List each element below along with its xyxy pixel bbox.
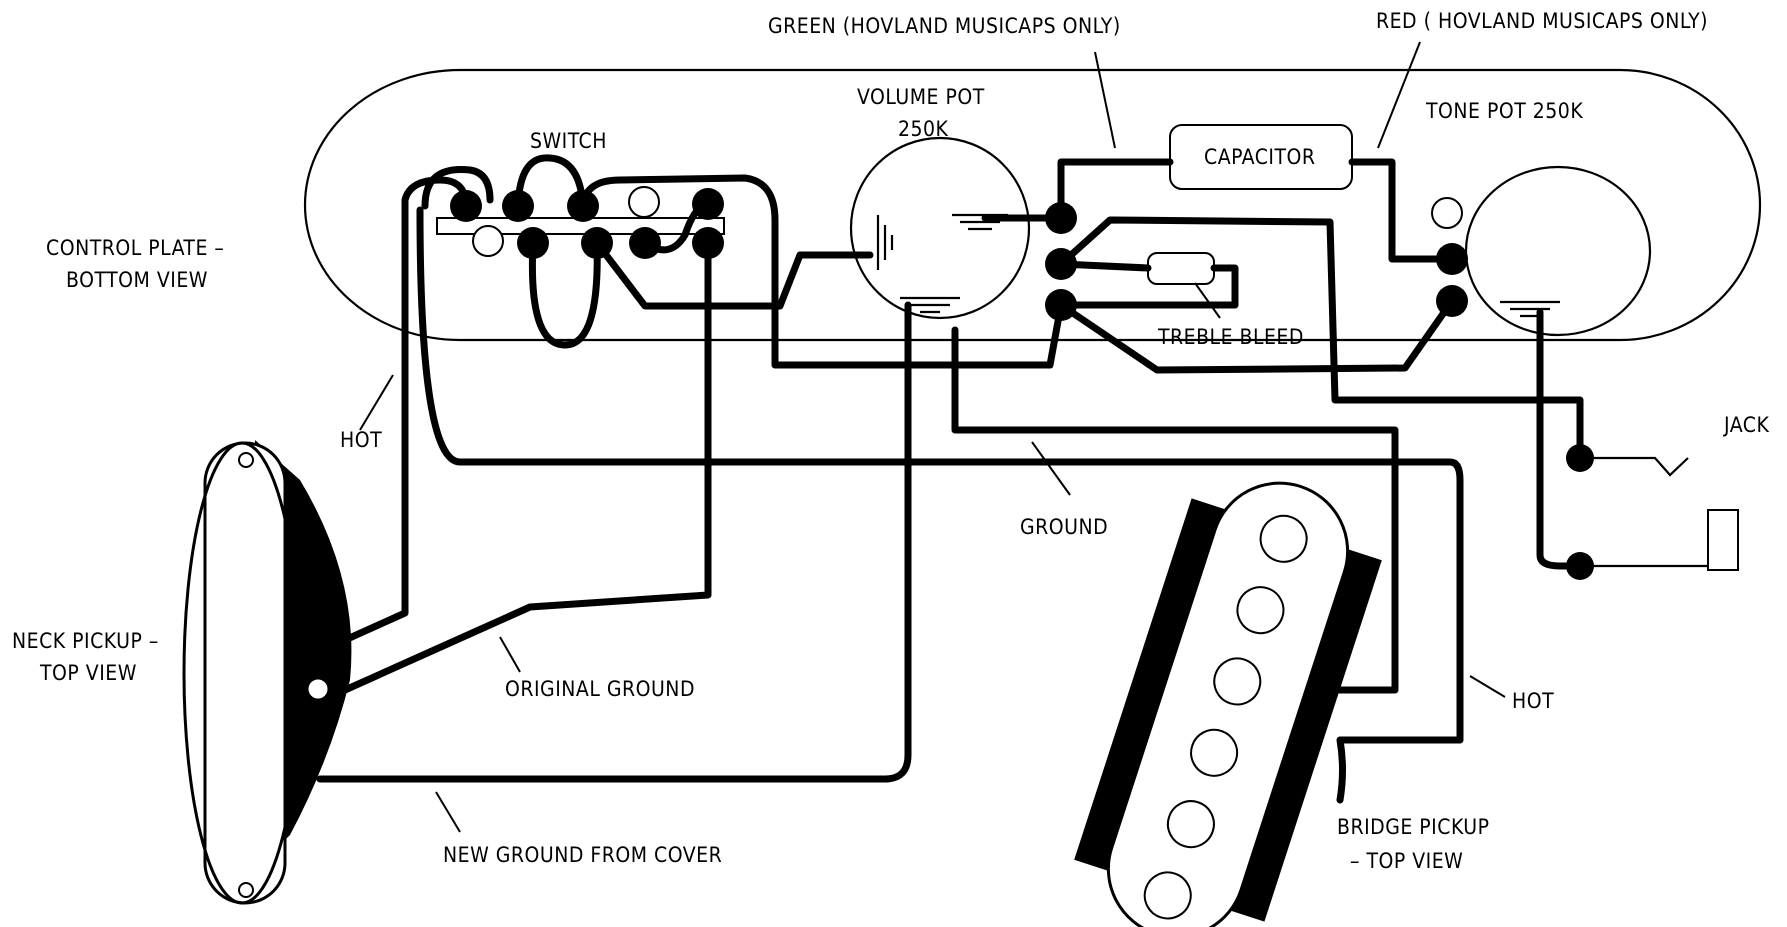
- label-neck-pickup-line2: TOP VIEW: [39, 661, 137, 685]
- tone-pot-body: [1464, 165, 1652, 337]
- label-control-plate-line2: BOTTOM VIEW: [66, 268, 208, 292]
- label-new-ground: NEW GROUND FROM COVER: [443, 843, 722, 867]
- leader-ground: [1031, 441, 1071, 496]
- neck-pickup-bobbin-outline: [182, 441, 302, 905]
- wire-treble-bleed-left: [1057, 260, 1152, 272]
- label-red-cap: RED ( HOVLAND MUSICAPS ONLY): [1376, 9, 1708, 33]
- wire-bridge-hot: [416, 206, 1464, 804]
- label-bridge-pickup-line2: – TOP VIEW: [1350, 849, 1463, 873]
- volume-pot: [849, 136, 1077, 321]
- wiring: [316, 154, 1584, 804]
- tone-pot-lug-top-empty: [1431, 197, 1463, 229]
- wire-treble-bleed-right: [1057, 264, 1239, 309]
- wire-volume-output-to-jack: [1057, 216, 1584, 462]
- jack-sleeve-contact: [1707, 509, 1739, 571]
- label-hot-neck: HOT: [340, 428, 382, 452]
- capacitor-body: [1169, 124, 1353, 190]
- leader-new-ground: [435, 791, 461, 833]
- neck-pickup-mount-hole-top: [238, 452, 254, 468]
- volume-pot-ground-symbol-left: [876, 215, 894, 270]
- treble-bleed-component: [1147, 252, 1215, 285]
- bridge-pickup-pole-2: [1236, 586, 1285, 635]
- leader-hot-neck: [359, 374, 394, 431]
- wire-switch-arc-2: [514, 154, 587, 210]
- leader-green: [1094, 51, 1116, 149]
- bridge-pickup-pole-6: [1143, 871, 1192, 920]
- volume-pot-body: [849, 136, 1031, 320]
- neck-pickup: [182, 440, 352, 905]
- bridge-pickup-pole-4: [1190, 728, 1239, 777]
- jack-tip-spring: [1580, 456, 1689, 477]
- label-control-plate-line1: CONTROL PLATE –: [46, 236, 224, 260]
- label-original-ground: ORIGINAL GROUND: [505, 677, 695, 701]
- neck-pickup-mount-hole-bottom: [238, 882, 254, 898]
- wire-switch-lower-loop: [528, 239, 601, 349]
- label-neck-pickup-line1: NECK PICKUP –: [12, 629, 159, 653]
- wire-switch-to-volume: [593, 239, 874, 310]
- leader-treble-bleed: [1194, 282, 1221, 319]
- output-jack: [1566, 444, 1739, 580]
- wire-capacitor-to-tone: [1348, 158, 1456, 263]
- label-ground: GROUND: [1020, 515, 1108, 539]
- volume-pot-ground-symbol-lower: [900, 296, 960, 314]
- label-jack: JACK: [1723, 413, 1769, 437]
- bridge-pickup-pole-3: [1213, 657, 1262, 706]
- label-volume-pot-line1: VOLUME POT: [857, 85, 985, 109]
- wire-switch-to-neck-ground: [341, 239, 712, 694]
- control-plate-outline: [303, 68, 1762, 342]
- label-capacitor: CAPACITOR: [1204, 145, 1316, 169]
- label-bridge-pickup-line1: BRIDGE PICKUP: [1337, 815, 1490, 839]
- label-tone-pot: TONE POT 250K: [1425, 99, 1583, 123]
- leader-lines: [359, 41, 1506, 833]
- wire-volume-to-tone: [1057, 297, 1456, 374]
- treble-bleed: [1147, 252, 1215, 285]
- labels: GREEN (HOVLAND MUSICAPS ONLY) RED ( HOVL…: [12, 9, 1769, 873]
- neck-pickup-lead-hole: [308, 679, 328, 699]
- tone-pot-ground-symbol: [1500, 300, 1560, 318]
- leader-red: [1377, 41, 1421, 149]
- wire-tone-ground-to-jack: [1536, 308, 1584, 570]
- capacitor: [1169, 124, 1353, 190]
- label-green-cap: GREEN (HOVLAND MUSICAPS ONLY): [768, 14, 1121, 38]
- label-volume-pot-line2: 250K: [898, 117, 949, 141]
- wire-neck-hot: [341, 176, 470, 644]
- wire-switch-arc-1: [421, 165, 494, 210]
- wire-volume-to-capacitor: [1057, 158, 1174, 222]
- neck-pickup-body: [203, 441, 287, 905]
- bridge-pickup-pole-5: [1166, 800, 1215, 849]
- leader-original-ground: [499, 636, 521, 673]
- wire-switch-top-run: [579, 174, 1065, 369]
- wire-switch-crossover: [641, 200, 712, 254]
- label-treble-bleed: TREBLE BLEED: [1157, 325, 1304, 349]
- switch-lug-bottom-1-empty: [472, 225, 504, 257]
- bridge-pickup-pole-1: [1259, 514, 1308, 563]
- wire-new-ground-cover: [316, 301, 912, 783]
- wire-ground-run: [951, 326, 1399, 694]
- label-switch: SWITCH: [530, 129, 607, 153]
- switch-lug-top-4-empty: [628, 186, 660, 218]
- bridge-pickup: [1074, 481, 1382, 927]
- leader-hot-bridge: [1469, 675, 1506, 698]
- label-hot-bridge: HOT: [1512, 689, 1554, 713]
